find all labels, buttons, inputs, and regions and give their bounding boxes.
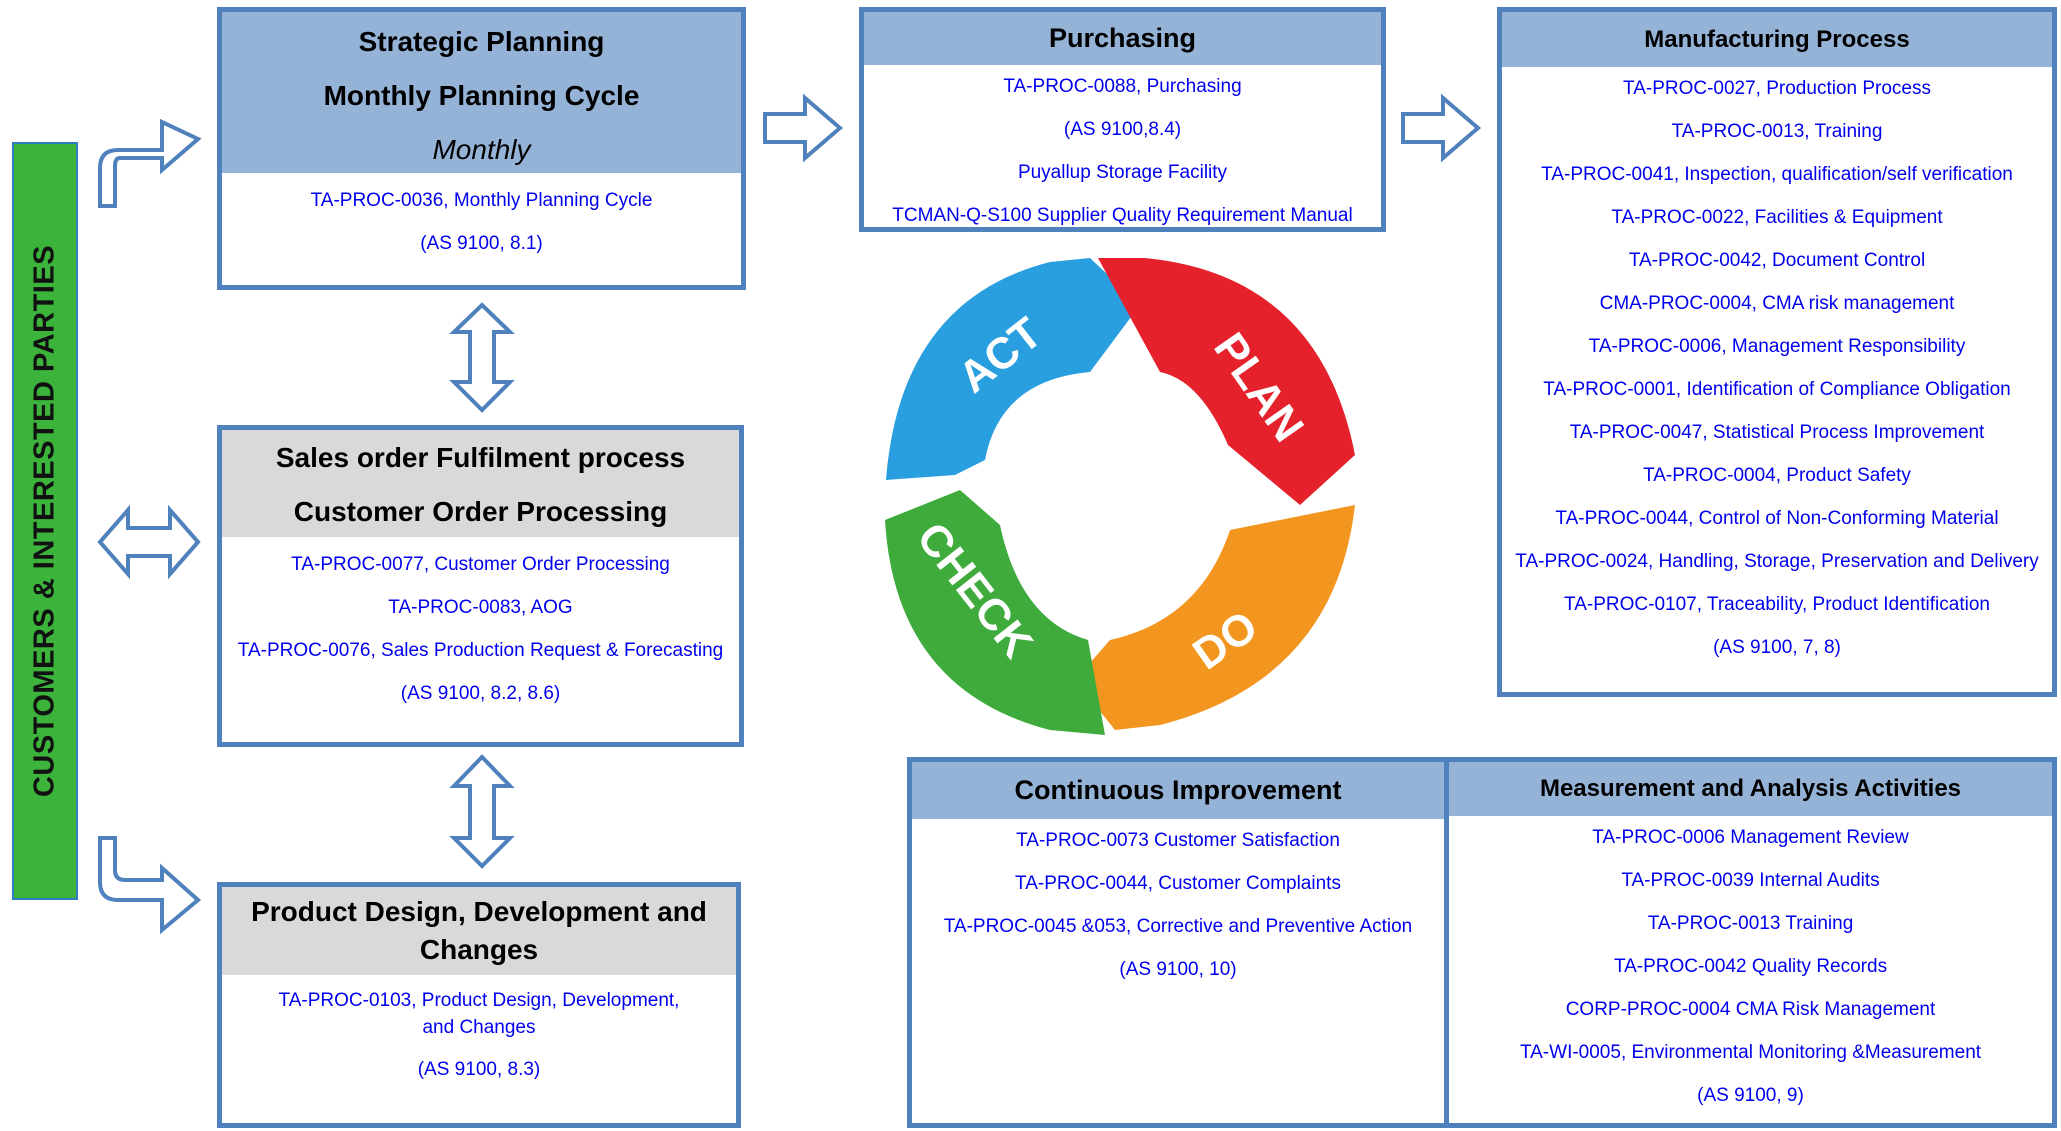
standard-reference: (AS 9100, 8.1) bbox=[420, 233, 543, 254]
double-arrow-vertical-icon bbox=[449, 302, 515, 413]
measurement-analysis-box: Measurement and Analysis Activities TA-P… bbox=[1444, 757, 2057, 1128]
standard-reference: (AS 9100, 7, 8) bbox=[1713, 637, 1841, 658]
manufacturing-process-items: TA-PROC-0027, Production Process TA-PROC… bbox=[1502, 67, 2052, 669]
continuous-improvement-items: TA-PROC-0073 Customer Satisfaction TA-PR… bbox=[912, 819, 1444, 991]
purchasing-box: Purchasing TA-PROC-0088, Purchasing (AS … bbox=[859, 7, 1386, 232]
procedure-link[interactable]: TA-PROC-0107, Traceability, Product Iden… bbox=[1564, 594, 1990, 615]
measurement-analysis-header: Measurement and Analysis Activities bbox=[1449, 762, 2052, 816]
monthly-subtitle: Monthly bbox=[432, 134, 531, 165]
procedure-link[interactable]: TA-PROC-0039 Internal Audits bbox=[1621, 870, 1880, 891]
double-arrow-horizontal-icon bbox=[97, 504, 201, 580]
procedure-link[interactable]: TA-PROC-0024, Handling, Storage, Preserv… bbox=[1515, 551, 2039, 572]
procedure-link[interactable]: TA-PROC-0042 Quality Records bbox=[1613, 956, 1888, 977]
monthly-planning-cycle-title: Monthly Planning Cycle bbox=[323, 80, 640, 111]
purchasing-items: TA-PROC-0088, Purchasing (AS 9100,8.4) P… bbox=[864, 65, 1381, 237]
double-arrow-vertical-icon bbox=[449, 754, 515, 869]
procedure-link[interactable]: TA-PROC-0045 &053, Corrective and Preven… bbox=[943, 916, 1413, 937]
procedure-link[interactable]: TA-PROC-0022, Facilities & Equipment bbox=[1611, 207, 1943, 228]
sales-order-items: TA-PROC-0077, Customer Order Processing … bbox=[222, 537, 739, 715]
product-design-items: TA-PROC-0103, Product Design, Developmen… bbox=[222, 975, 736, 1093]
check-segment bbox=[885, 490, 1105, 735]
strategic-planning-title: Strategic Planning bbox=[358, 26, 605, 57]
do-segment bbox=[1075, 505, 1355, 730]
procedure-link[interactable]: TA-PROC-0004, Product Safety bbox=[1643, 465, 1911, 486]
manufacturing-process-header: Manufacturing Process bbox=[1502, 12, 2052, 67]
procedure-link[interactable]: TA-PROC-0013, Training bbox=[1671, 121, 1883, 142]
sales-order-header: Sales order Fulfilment process Customer … bbox=[222, 430, 739, 537]
standard-reference: (AS 9100, 8.3) bbox=[417, 1059, 541, 1080]
procedure-link[interactable]: TA-PROC-0077, Customer Order Processing bbox=[291, 554, 670, 575]
plan-segment bbox=[1098, 258, 1355, 505]
procedure-link[interactable]: TA-PROC-0006 Management Review bbox=[1592, 827, 1909, 848]
continuous-improvement-header: Continuous Improvement bbox=[912, 762, 1444, 819]
procedure-link[interactable]: TA-WI-0005, Environmental Monitoring &Me… bbox=[1519, 1042, 1982, 1063]
act-segment bbox=[886, 258, 1140, 480]
sales-order-title: Sales order Fulfilment process bbox=[275, 442, 686, 473]
procedure-link[interactable]: TA-PROC-0013 Training bbox=[1647, 913, 1854, 934]
product-design-box: Product Design, Development and Changes … bbox=[217, 882, 741, 1128]
procedure-link[interactable]: TA-PROC-0088, Purchasing bbox=[1003, 76, 1242, 97]
customers-interested-parties-band: CUSTOMERS & INTERESTED PARTIES bbox=[12, 142, 78, 900]
procedure-link[interactable]: TA-PROC-0073 Customer Satisfaction bbox=[1016, 830, 1340, 851]
block-arrow-right-icon bbox=[1401, 93, 1482, 163]
curved-arrow-up-right-icon bbox=[98, 118, 202, 208]
strategic-planning-header: Strategic Planning Monthly Planning Cycl… bbox=[222, 12, 741, 173]
strategic-planning-box: Strategic Planning Monthly Planning Cycl… bbox=[217, 7, 746, 290]
measurement-analysis-items: TA-PROC-0006 Management Review TA-PROC-0… bbox=[1449, 816, 2052, 1117]
procedure-link[interactable]: TA-PROC-0036, Monthly Planning Cycle bbox=[310, 190, 653, 211]
procedure-link[interactable]: TA-PROC-0103, Product Design, Developmen… bbox=[278, 990, 680, 1038]
procedure-link[interactable]: TCMAN-Q-S100 Supplier Quality Requiremen… bbox=[892, 205, 1353, 226]
procedure-link[interactable]: Puyallup Storage Facility bbox=[1017, 162, 1228, 183]
procedure-link[interactable]: TA-PROC-0076, Sales Production Request &… bbox=[237, 640, 724, 661]
strategic-planning-items: TA-PROC-0036, Monthly Planning Cycle (AS… bbox=[222, 173, 741, 265]
pdca-cycle: ACT PLAN DO CHECK bbox=[885, 258, 1355, 735]
continuous-improvement-box: Continuous Improvement TA-PROC-0073 Cust… bbox=[907, 757, 1449, 1128]
curved-arrow-down-right-icon bbox=[98, 836, 202, 935]
procedure-link[interactable]: TA-PROC-0027, Production Process bbox=[1623, 78, 1931, 99]
procedure-link[interactable]: TA-PROC-0042, Document Control bbox=[1628, 250, 1926, 271]
product-design-title-line2: Changes bbox=[419, 934, 539, 965]
procedure-link[interactable]: TA-PROC-0047, Statistical Process Improv… bbox=[1569, 422, 1985, 443]
procedure-link[interactable]: TA-PROC-0041, Inspection, qualification/… bbox=[1541, 164, 2013, 185]
procedure-link[interactable]: CMA-PROC-0004, CMA risk management bbox=[1599, 293, 1955, 314]
product-design-title-line1: Product Design, Development and bbox=[251, 896, 707, 927]
standard-reference: (AS 9100, 9) bbox=[1697, 1085, 1804, 1106]
procedure-link[interactable]: TA-PROC-0083, AOG bbox=[388, 597, 573, 618]
procedure-link[interactable]: TA-PROC-0044, Control of Non-Conforming … bbox=[1555, 508, 1999, 529]
customer-order-processing-title: Customer Order Processing bbox=[293, 496, 668, 527]
sales-order-box: Sales order Fulfilment process Customer … bbox=[217, 425, 744, 747]
product-design-header: Product Design, Development and Changes bbox=[222, 887, 736, 975]
procedure-link[interactable]: TA-PROC-0044, Customer Complaints bbox=[1015, 873, 1341, 894]
standard-reference: (AS 9100, 8.2, 8.6) bbox=[400, 683, 561, 704]
procedure-link[interactable]: CORP-PROC-0004 CMA Risk Management bbox=[1565, 999, 1936, 1020]
procedure-link[interactable]: TA-PROC-0001, Identification of Complian… bbox=[1543, 379, 2011, 400]
procedure-link[interactable]: TA-PROC-0006, Management Responsibility bbox=[1588, 336, 1966, 357]
standard-reference: (AS 9100,8.4) bbox=[1063, 119, 1182, 140]
manufacturing-process-box: Manufacturing Process TA-PROC-0027, Prod… bbox=[1497, 7, 2057, 697]
standard-reference: (AS 9100, 10) bbox=[1119, 959, 1237, 980]
purchasing-header: Purchasing bbox=[864, 12, 1381, 65]
block-arrow-right-icon bbox=[763, 93, 844, 163]
